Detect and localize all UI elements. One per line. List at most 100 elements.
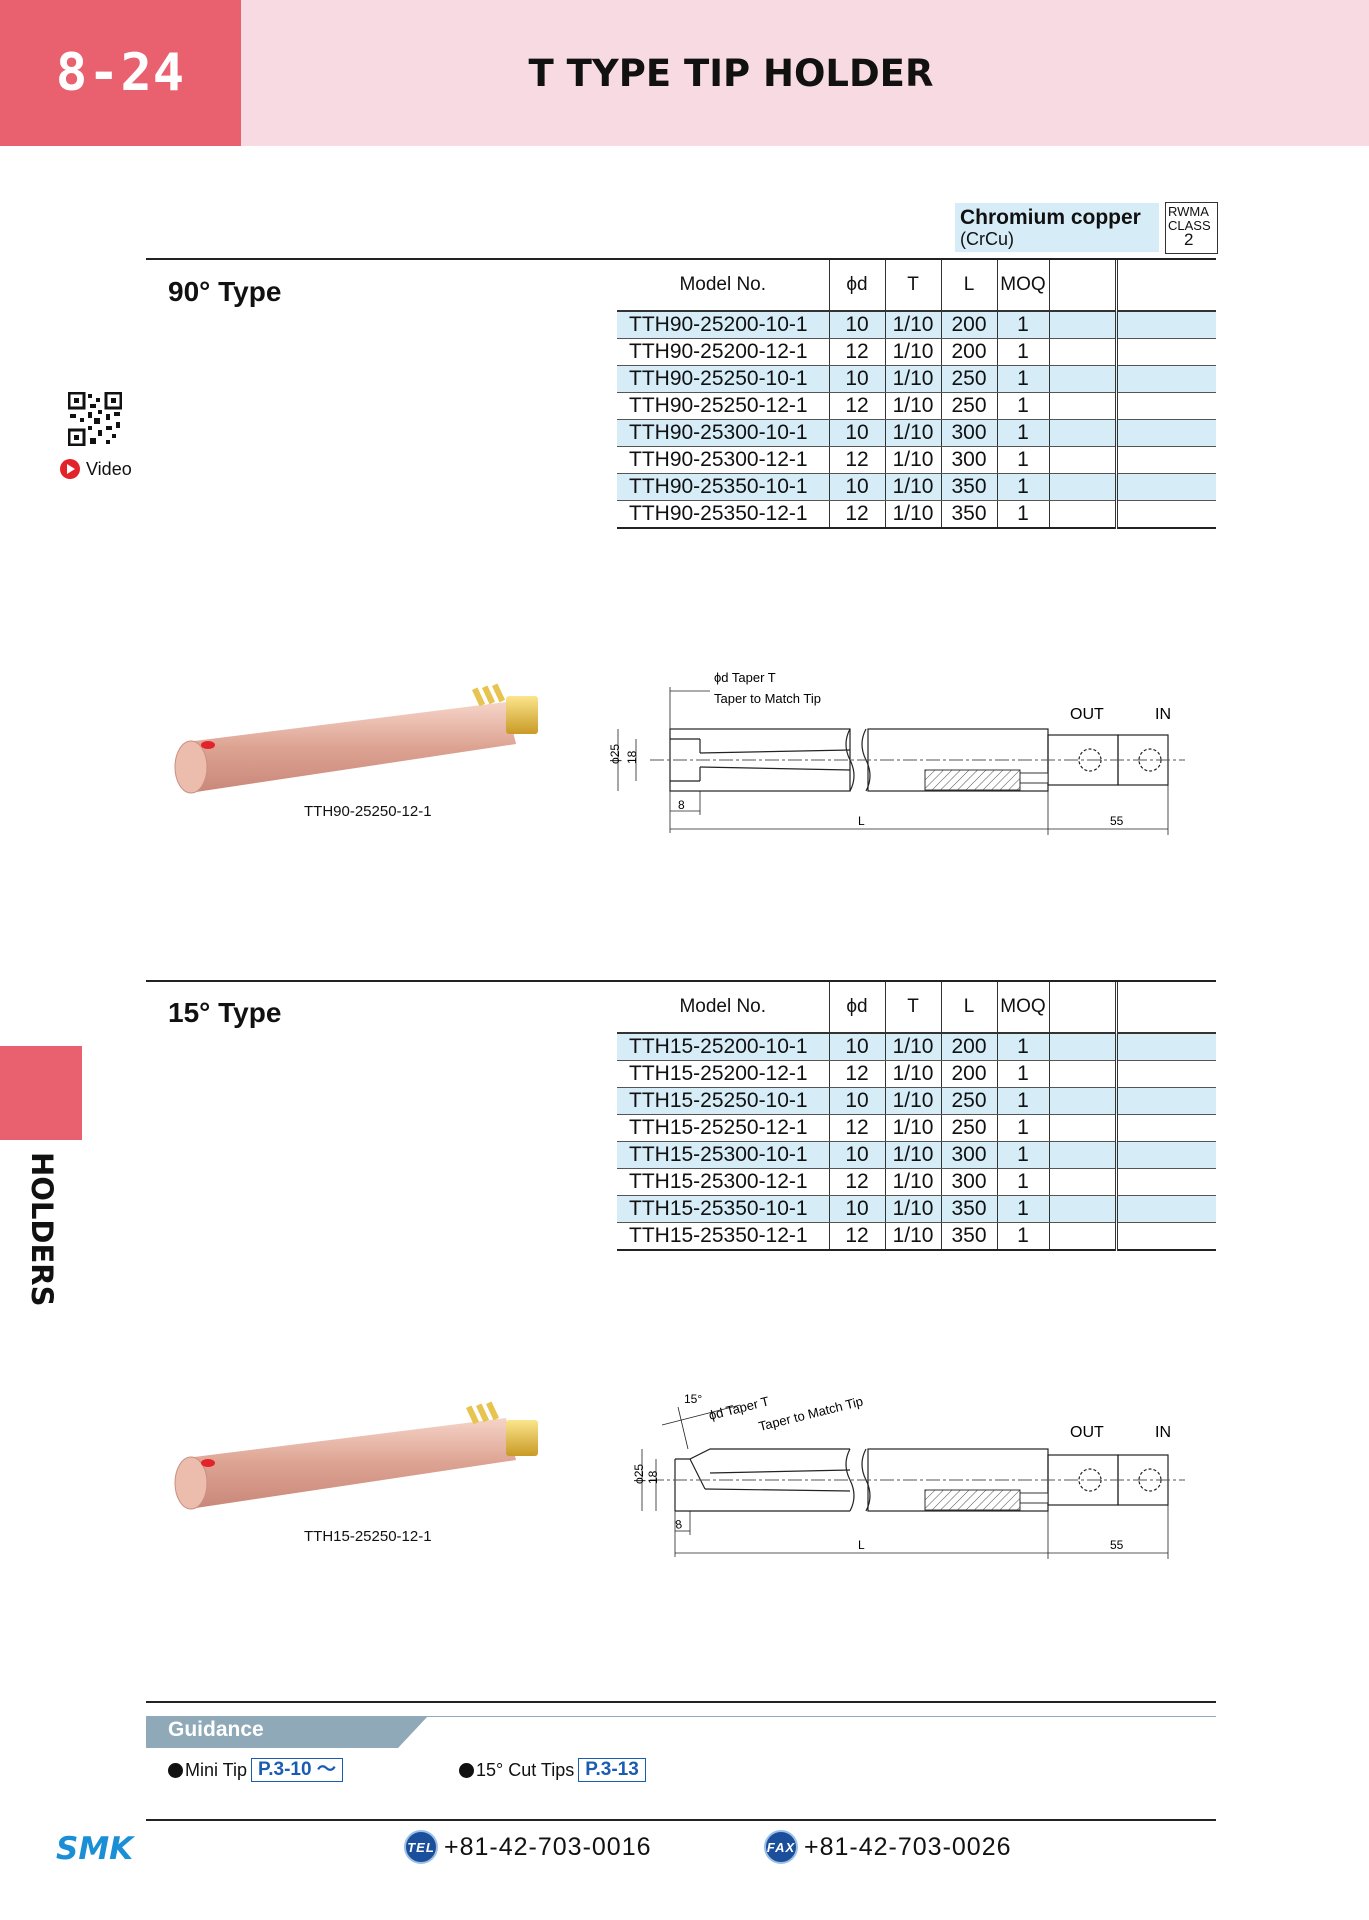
svg-text:L: L	[858, 814, 865, 828]
qr-code[interactable]	[67, 391, 123, 447]
col-header-diameter: ϕd	[829, 260, 886, 312]
taper-cell: 1/10	[885, 392, 942, 420]
length-cell: 300	[941, 446, 998, 474]
length-cell: 200	[941, 1033, 998, 1061]
col-header-blank	[1049, 260, 1118, 312]
section-divider	[146, 1701, 1216, 1703]
blank-cell	[1049, 1033, 1118, 1061]
model-number-cell: TTH15-25250-12-1	[617, 1114, 830, 1142]
taper-cell: 1/10	[885, 1168, 942, 1196]
taper-cell: 1/10	[885, 1033, 942, 1061]
length-cell: 350	[941, 500, 998, 529]
model-number-cell: TTH15-25350-10-1	[617, 1195, 830, 1223]
taper-cell: 1/10	[885, 311, 942, 339]
section-title-15: 15° Type	[168, 997, 282, 1028]
moq-cell: 1	[997, 365, 1050, 393]
blank-cell	[1116, 338, 1216, 366]
blank-cell	[1116, 1060, 1216, 1088]
model-number-cell: TTH90-25250-10-1	[617, 365, 830, 393]
rwma-label: RWMA	[1168, 204, 1209, 219]
video-link[interactable]: Video	[86, 459, 132, 479]
diameter-cell: 10	[829, 311, 886, 339]
guidance-item-mini-tip: Mini Tip P.3-10 ～	[168, 1758, 343, 1782]
blank-cell	[1049, 1141, 1118, 1169]
guidance-line	[400, 1716, 1216, 1717]
taper-cell: 1/10	[885, 1114, 942, 1142]
blank-cell	[1116, 1195, 1216, 1223]
length-cell: 200	[941, 338, 998, 366]
length-cell: 350	[941, 1195, 998, 1223]
diameter-cell: 12	[829, 446, 886, 474]
diameter-cell: 12	[829, 1222, 886, 1251]
diameter-cell: 10	[829, 1195, 886, 1223]
svg-text:18: 18	[625, 750, 639, 764]
blank-cell	[1116, 365, 1216, 393]
moq-cell: 1	[997, 311, 1050, 339]
svg-text:55: 55	[1110, 1538, 1124, 1552]
blank-cell	[1049, 392, 1118, 420]
page-reference-link[interactable]: P.3-10 ～	[251, 1758, 343, 1782]
model-number-cell: TTH90-25250-12-1	[617, 392, 830, 420]
svg-text:IN: IN	[1155, 1424, 1171, 1441]
svg-text:IN: IN	[1155, 706, 1171, 723]
svg-text:Taper to Match Tip: Taper to Match Tip	[714, 691, 821, 706]
taper-cell: 1/10	[885, 473, 942, 501]
blank-cell	[1049, 338, 1118, 366]
col-header-taper: T	[885, 982, 942, 1034]
blank-cell	[1049, 365, 1118, 393]
phone-number[interactable]: +81-42-703-0016	[444, 1832, 652, 1861]
col-header-length: L	[941, 982, 998, 1034]
moq-cell: 1	[997, 1222, 1050, 1251]
model-number-cell: TTH15-25350-12-1	[617, 1222, 830, 1251]
taper-cell: 1/10	[885, 446, 942, 474]
blank-cell	[1116, 419, 1216, 447]
diameter-cell: 10	[829, 473, 886, 501]
diameter-cell: 12	[829, 392, 886, 420]
length-cell: 200	[941, 1060, 998, 1088]
fax-icon: FAX	[764, 1830, 798, 1864]
fax-number[interactable]: +81-42-703-0026	[804, 1832, 1012, 1861]
blank-cell	[1049, 1060, 1118, 1088]
model-number-cell: TTH90-25350-12-1	[617, 500, 830, 529]
model-number-cell: TTH15-25200-10-1	[617, 1033, 830, 1061]
svg-text:SMK: SMK	[56, 1832, 135, 1862]
blank-cell	[1116, 1168, 1216, 1196]
diameter-cell: 10	[829, 365, 886, 393]
photo-caption-15: TTH15-25250-12-1	[304, 1528, 432, 1545]
col-header-moq: MOQ	[997, 260, 1050, 312]
taper-cell: 1/10	[885, 1060, 942, 1088]
blank-cell	[1049, 446, 1118, 474]
blank-cell	[1116, 311, 1216, 339]
taper-cell: 1/10	[885, 338, 942, 366]
technical-drawing-15: 15° ϕd Taper T Taper to Match Tip OUT IN…	[590, 1385, 1200, 1567]
col-header-model: Model No.	[617, 982, 830, 1034]
play-icon[interactable]	[59, 458, 81, 480]
model-number-cell: TTH90-25200-10-1	[617, 311, 830, 339]
class-label: CLASS	[1168, 218, 1211, 233]
material-box	[955, 203, 1159, 252]
blank-cell	[1049, 1195, 1118, 1223]
blank-cell	[1049, 419, 1118, 447]
svg-text:15°: 15°	[684, 1392, 702, 1406]
svg-text:ϕ25: ϕ25	[608, 744, 622, 764]
moq-cell: 1	[997, 1087, 1050, 1115]
col-header-length: L	[941, 260, 998, 312]
length-cell: 350	[941, 1222, 998, 1251]
bullet-icon	[459, 1762, 474, 1778]
moq-cell: 1	[997, 338, 1050, 366]
product-photo-15	[166, 1398, 576, 1518]
col-header-taper: T	[885, 260, 942, 312]
page-reference-link[interactable]: P.3-13	[578, 1758, 646, 1782]
svg-text:8: 8	[678, 798, 685, 812]
material-symbol: (CrCu)	[960, 229, 1014, 249]
